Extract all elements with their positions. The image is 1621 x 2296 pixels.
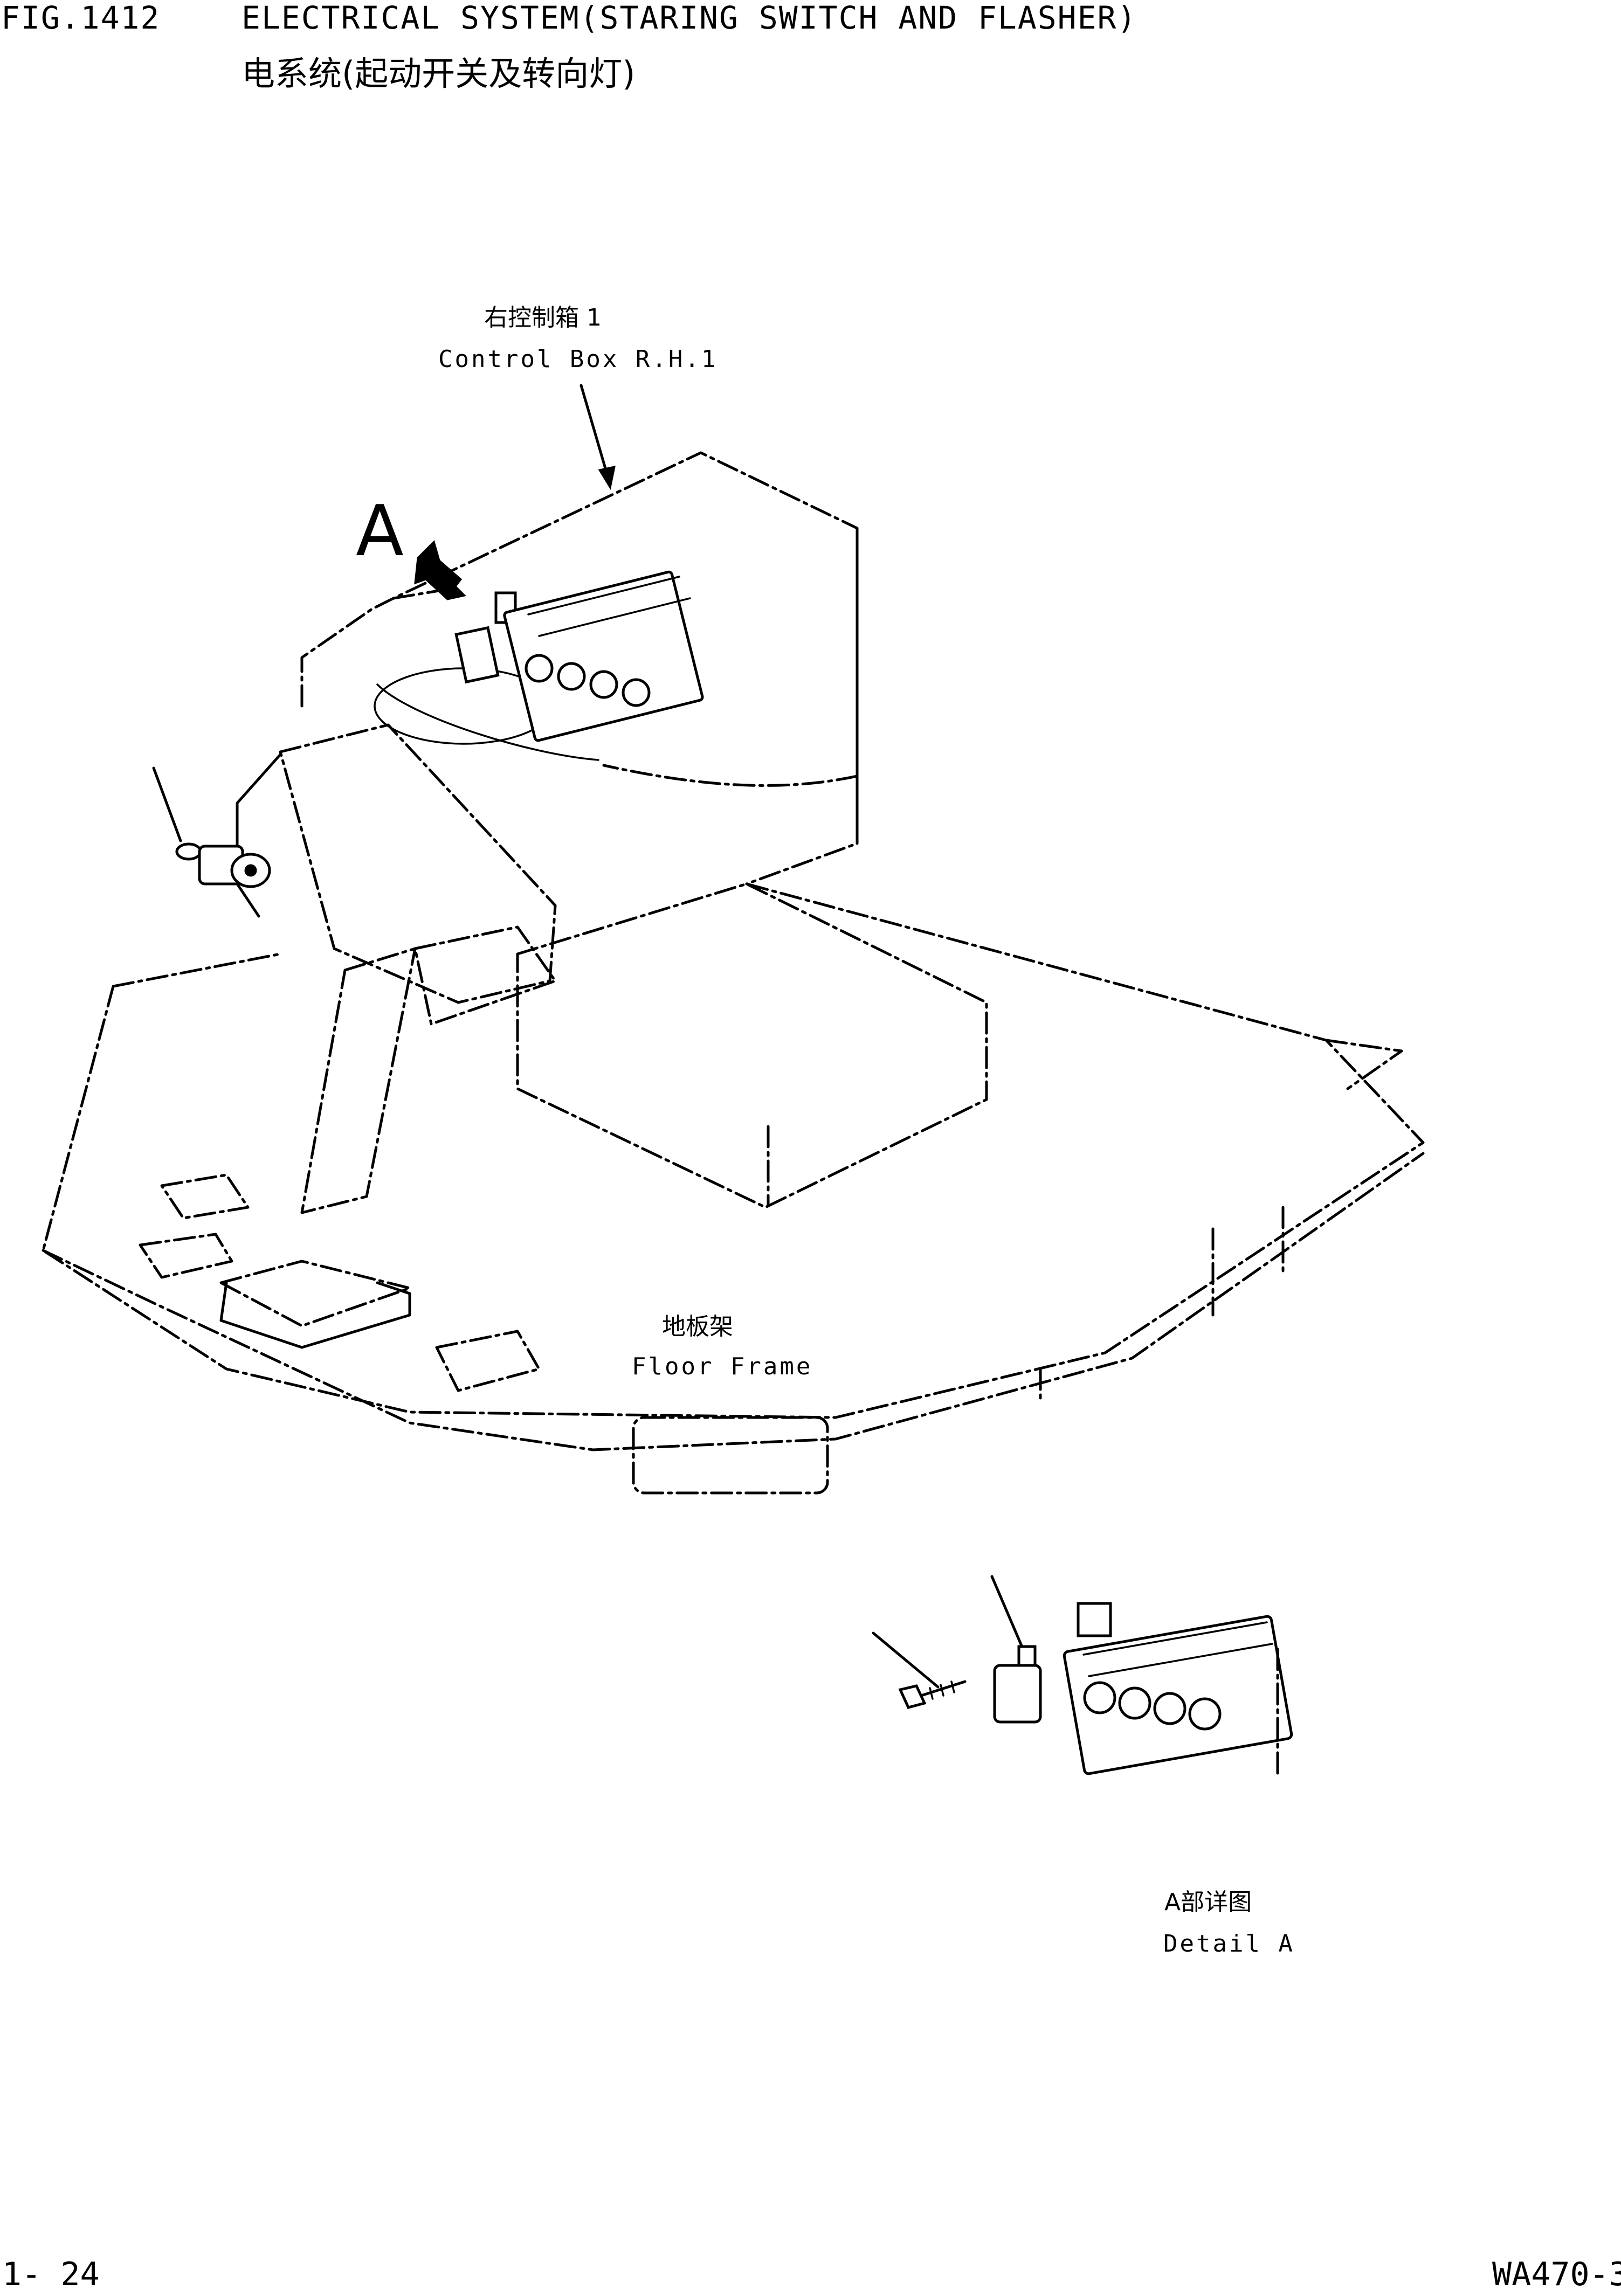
detail-label-cn: A部详图 bbox=[1164, 1889, 1252, 1916]
starting-switch bbox=[152, 766, 271, 888]
steering-column bbox=[219, 723, 557, 1349]
control-box-leader bbox=[580, 384, 616, 490]
control-box-outline bbox=[300, 451, 859, 886]
control-box-label-cn: 右控制箱 1 bbox=[484, 304, 602, 331]
detail-a-view bbox=[872, 1575, 1293, 1775]
switch-cluster bbox=[454, 570, 704, 742]
floor-frame-label-cn: 地板架 bbox=[662, 1313, 733, 1340]
control-box-label-en: Control Box R.H.1 bbox=[438, 345, 718, 373]
lower-box bbox=[516, 882, 988, 1209]
figure-title-en: ELECTRICAL SYSTEM(STARING SWITCH AND FLA… bbox=[242, 0, 1137, 36]
floor-frame-label-en: Floor Frame bbox=[632, 1353, 813, 1380]
figure-title-cn: 电系统(起动开关及转向灯) bbox=[242, 54, 636, 93]
floor-frame bbox=[42, 882, 1425, 1495]
detail-a-arrow bbox=[414, 540, 467, 600]
detail-marker-label: A bbox=[356, 490, 404, 572]
model-number: WA470-3 bbox=[1492, 2256, 1621, 2293]
page-number: 1- 24 bbox=[2, 2256, 100, 2293]
detail-label-en: Detail A bbox=[1163, 1930, 1295, 1958]
figure-number: FIG.1412 bbox=[1, 0, 161, 36]
